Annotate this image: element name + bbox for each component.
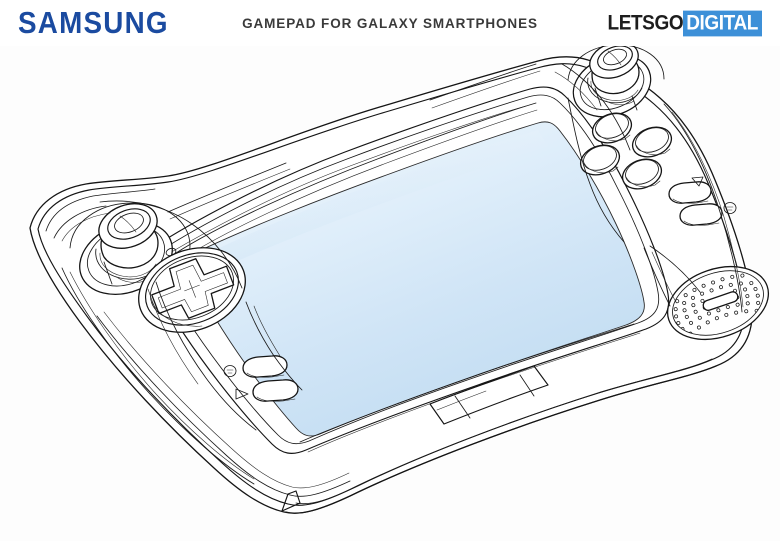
select-button-icon [223,365,237,377]
face-button-top[interactable] [588,108,635,148]
letsgo-digital-logo: LETSGO DIGITAL [607,10,762,36]
phone-dock-recess [149,86,670,454]
phone-display [185,121,645,437]
menu-button-icon [691,176,704,187]
speaker-grille [666,266,770,340]
chassis-top-right-edge [429,63,541,109]
dock-wing-details [245,247,677,391]
face-button-right[interactable] [628,122,675,162]
samsung-logo: SAMSUNG [18,5,169,40]
speaker-perforations [673,273,761,336]
right-hand-grip [554,63,744,313]
start-button[interactable] [252,379,299,402]
letsgo-logo-text: LETSGO [607,11,684,35]
directional-pad[interactable] [126,233,257,347]
start-button-icon [235,388,249,400]
select-button[interactable] [242,355,288,378]
page-header: SAMSUNG GAMEPAD FOR GALAXY SMARTPHONES L… [0,0,780,46]
home-button[interactable] [679,203,723,226]
digital-logo-badge: DIGITAL [683,10,762,36]
menu-button[interactable] [668,181,712,204]
chassis-top-left-edge [167,162,291,220]
left-hand-grip [53,200,257,485]
face-button-bottom[interactable] [618,154,665,194]
page-title: GAMEPAD FOR GALAXY SMARTPHONES [242,15,538,31]
home-button-icon [723,202,737,214]
right-analog-stick[interactable] [564,35,660,127]
dock-connector-bridge [429,365,549,425]
phone-top-bezel [175,102,538,260]
chassis-bottom-lip [281,358,717,514]
face-button-left[interactable] [576,140,623,180]
